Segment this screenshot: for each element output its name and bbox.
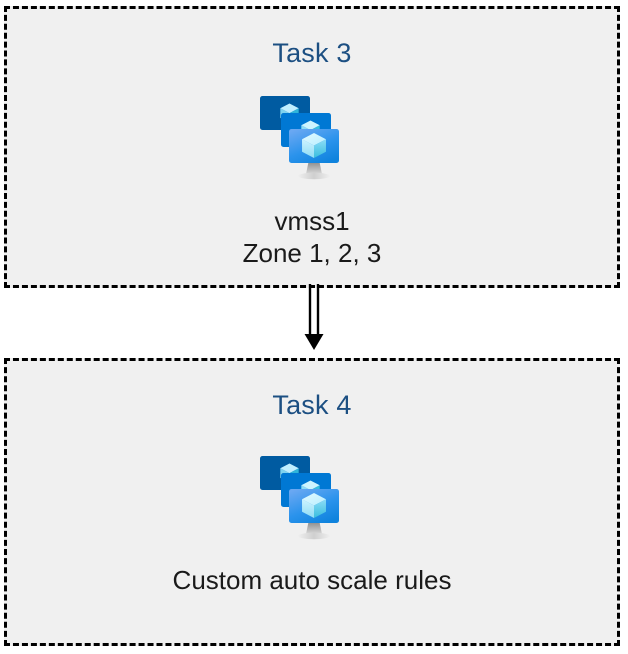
caption-line: vmss1 bbox=[274, 206, 350, 236]
task-box-task4-inner: Task 4 bbox=[7, 361, 617, 643]
task-box-task3[interactable]: Task 3 bbox=[4, 6, 620, 288]
azure-vm-scale-set-icon bbox=[257, 91, 367, 191]
task-box-task3-title: Task 3 bbox=[272, 38, 352, 68]
task-box-task4[interactable]: Task 4 bbox=[4, 358, 620, 646]
connector-arrow-task3-to-task4 bbox=[296, 284, 332, 362]
caption-line: Custom auto scale rules bbox=[172, 565, 452, 595]
task-box-task4-title: Task 4 bbox=[272, 390, 352, 420]
task-box-task4-caption: Custom auto scale rules bbox=[7, 564, 617, 596]
task-box-task3-inner: Task 3 bbox=[7, 9, 617, 285]
task-box-task3-caption: vmss1 Zone 1, 2, 3 bbox=[7, 205, 617, 269]
caption-line: Zone 1, 2, 3 bbox=[242, 238, 382, 268]
azure-vm-scale-set-icon bbox=[257, 451, 367, 551]
